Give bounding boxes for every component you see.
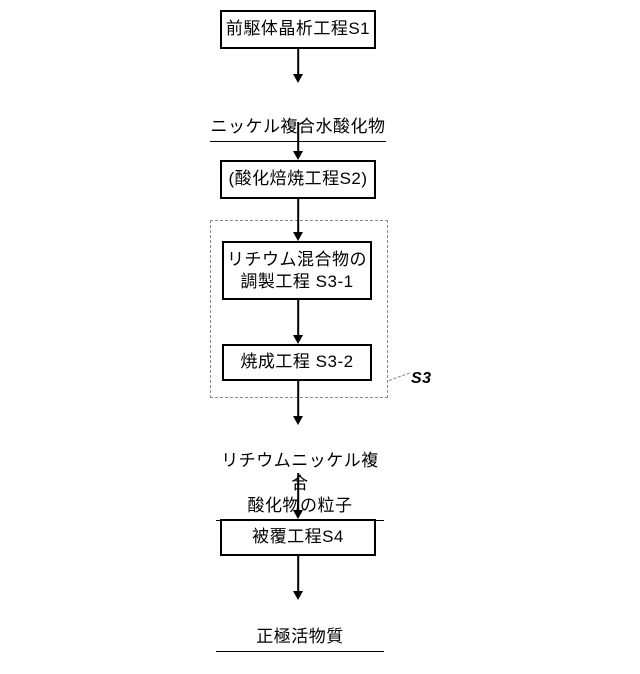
group-leader-line-s3 — [388, 372, 410, 381]
edge-shaft — [297, 556, 299, 591]
group-label-s3: S3 — [411, 370, 432, 387]
edge-shaft — [297, 122, 299, 151]
edge-shaft — [297, 49, 299, 74]
node-s1-label: 前駆体晶析工程S1 — [225, 19, 371, 39]
node-s4[interactable]: 被覆工程S4 — [220, 519, 376, 556]
node-s2[interactable]: (酸化焙焼工程S2) — [220, 160, 376, 199]
note3-underline — [216, 650, 384, 652]
node-s2-label: (酸化焙焼工程S2) — [228, 169, 368, 189]
edge-shaft — [297, 199, 299, 232]
edge-shaft — [297, 381, 299, 416]
arrow-head-icon — [293, 416, 303, 425]
node-note3-label: 正極活物質 — [256, 627, 344, 647]
edge-shaft — [297, 300, 299, 335]
node-s3-1-label: リチウム混合物の 調製工程 S3-1 — [227, 249, 367, 291]
node-s3-2-label: 焼成工程 S3-2 — [240, 352, 354, 372]
node-s3-1[interactable]: リチウム混合物の 調製工程 S3-1 — [222, 241, 372, 300]
node-s1[interactable]: 前駆体晶析工程S1 — [220, 10, 376, 49]
arrow-head-icon — [293, 74, 303, 83]
node-note2-label: リチウムニッケル複合 酸化物の粒子 — [221, 451, 379, 516]
node-s4-label: 被覆工程S4 — [252, 527, 344, 547]
arrow-head-icon — [293, 591, 303, 600]
arrow-head-icon — [293, 335, 303, 344]
node-s3-2[interactable]: 焼成工程 S3-2 — [222, 344, 372, 381]
arrow-head-icon — [293, 232, 303, 241]
flowchart-canvas: 前駆体晶析工程S1 ニッケル複合水酸化物 (酸化焙焼工程S2) S3 リチウム混… — [210, 10, 432, 652]
arrow-head-icon — [293, 151, 303, 160]
arrow-head-icon — [293, 510, 303, 519]
group-region-s3 — [210, 220, 388, 398]
node-note3: 正極活物質 — [216, 604, 384, 674]
edge-shaft — [297, 473, 299, 510]
